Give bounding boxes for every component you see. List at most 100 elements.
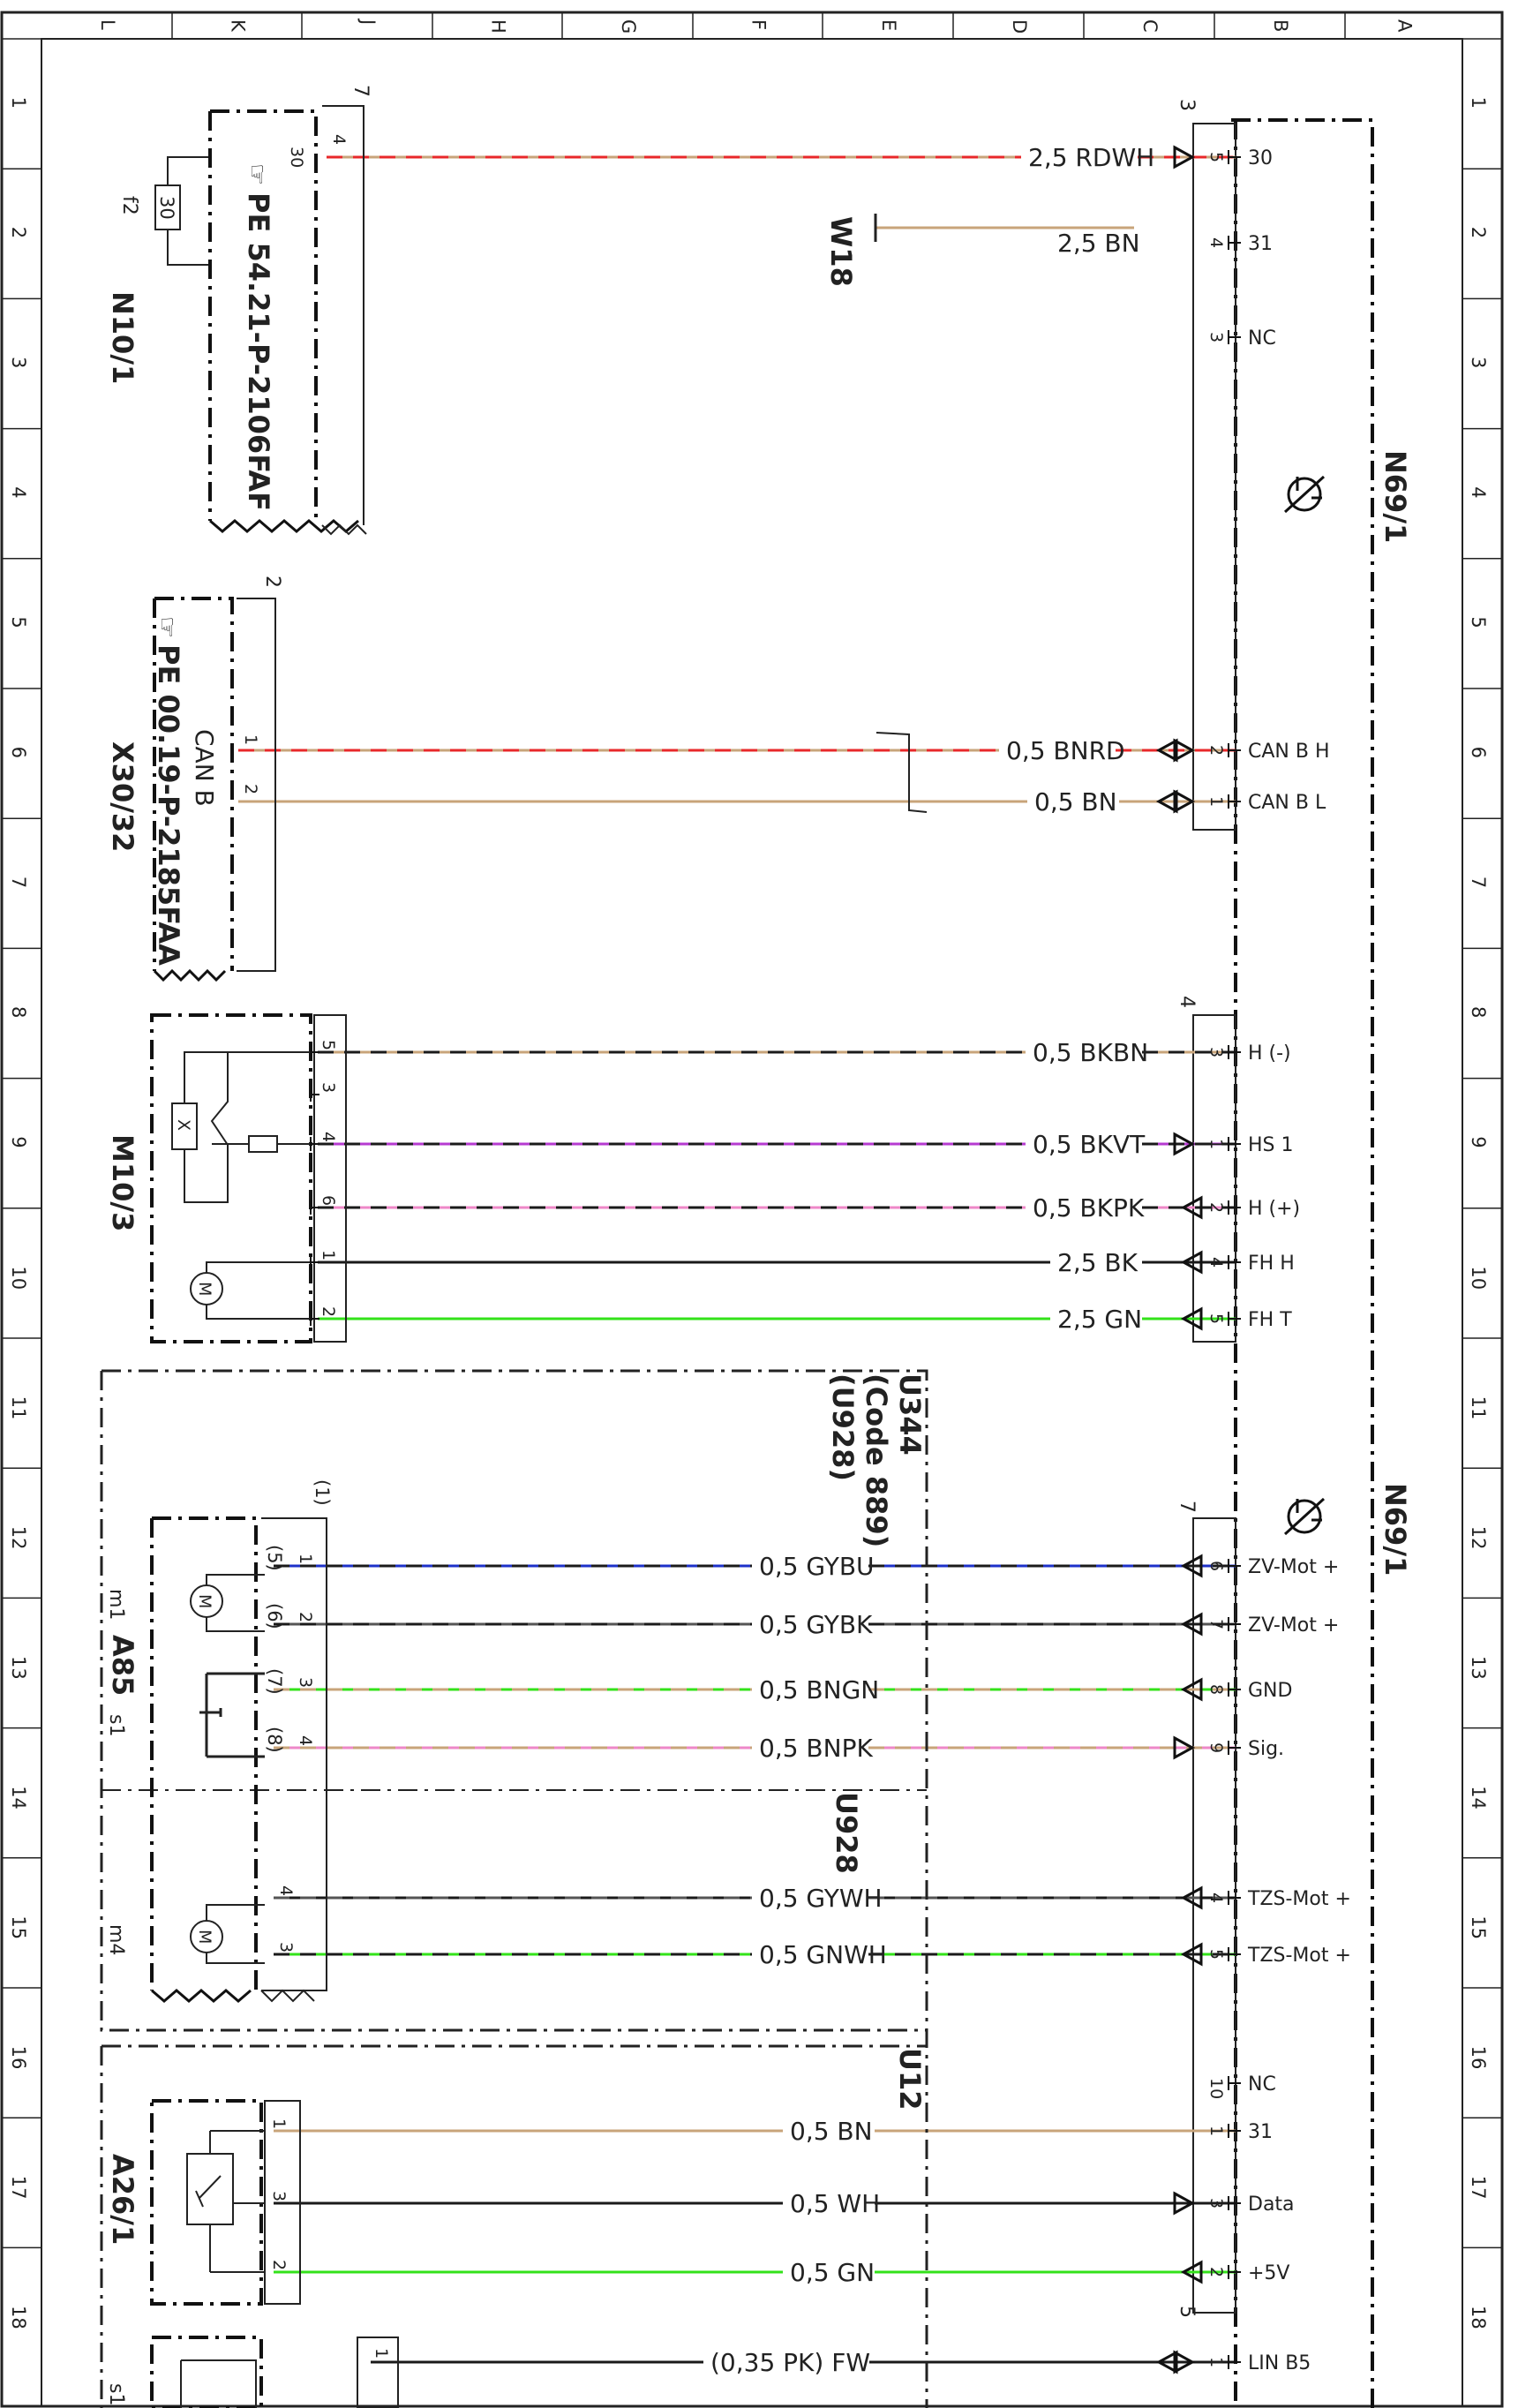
wire-label: 0,5 BNGN — [759, 1675, 879, 1704]
m10-3-pin: 2 — [319, 1306, 338, 1317]
u12-label: U12 — [893, 2048, 927, 2111]
terminal-label: CAN B L — [1248, 792, 1326, 814]
x30-32-bus: CAN B — [190, 729, 219, 807]
terminal-label: LIN B5 — [1248, 2352, 1311, 2374]
n69-1-label-top: N69/1 — [1379, 450, 1412, 543]
a85-motor: M — [195, 1594, 214, 1608]
wire-label: 0,5 GN — [790, 2258, 875, 2287]
row-label: 14 — [1468, 1786, 1489, 1810]
wire: 2,5 BN 4 31 — [1057, 229, 1273, 258]
wire-label: 0,5 BKVT — [1033, 1130, 1146, 1159]
pin-number: 8 — [1206, 1684, 1226, 1695]
column-label: B — [1270, 19, 1291, 32]
row-label: 5 — [8, 616, 29, 628]
a26-1-name: A26/1 — [106, 2154, 139, 2245]
a85-conn: (1) — [312, 1479, 333, 1506]
a85-pin: 2 — [296, 1612, 315, 1622]
u344-line2: (Code 889) — [860, 1373, 893, 1547]
a85-alt-pin: (5) — [264, 1545, 285, 1571]
m10-3-name: M10/3 — [106, 1134, 139, 1231]
terminal-label: GND — [1248, 1680, 1292, 1702]
column-label: K — [228, 19, 249, 33]
u928-m4: m4 — [105, 1924, 127, 1955]
fuse-label: f2 — [118, 196, 140, 215]
m10-3-pin: 3 — [319, 1082, 338, 1093]
row-label: 18 — [8, 2306, 29, 2329]
pin-number: 2 — [1206, 745, 1226, 756]
column-label: C — [1139, 19, 1161, 33]
conn3-label: 3 — [1176, 99, 1198, 111]
pin-number: 9 — [1206, 1742, 1226, 1753]
control-unit-icon-top — [1283, 475, 1326, 514]
row-label: 13 — [1468, 1656, 1489, 1680]
row-label: 13 — [8, 1656, 29, 1680]
a85-alt-pin: (7) — [264, 1668, 285, 1695]
row-label: 17 — [1468, 2176, 1489, 2200]
pin-number: 3 — [1206, 1047, 1226, 1057]
row-label: 9 — [8, 1136, 29, 1148]
pin-number: 6 — [1206, 1561, 1226, 1571]
wire: 0,5 WH 3 Data — [274, 2189, 1295, 2218]
terminal-label: NC — [1248, 327, 1276, 350]
pin-number: 4 — [1206, 237, 1226, 248]
w18-label: W18 — [824, 216, 858, 287]
terminal-label: HS 1 — [1248, 1134, 1294, 1156]
conn4-label: 4 — [1176, 996, 1198, 1008]
a26-1-pin: 2 — [269, 2260, 289, 2270]
row-label: 6 — [8, 747, 29, 758]
terminal-label: 31 — [1248, 233, 1273, 255]
row-label: 1 — [1468, 97, 1489, 109]
row-label: 3 — [8, 357, 29, 368]
u344-line3: (U928) — [826, 1373, 860, 1481]
row-label: 15 — [8, 1915, 29, 1939]
bottom-s1: s1 — [105, 2383, 127, 2405]
terminal-label: 30 — [1248, 147, 1273, 169]
row-label: 16 — [8, 2046, 29, 2070]
x30-32-name: X30/32 — [106, 741, 139, 852]
u928-pin: 4 — [276, 1885, 296, 1896]
wire-label: 0,5 GYWH — [759, 1884, 883, 1913]
row-label: 11 — [1468, 1396, 1489, 1420]
terminal-label: H (-) — [1248, 1042, 1291, 1065]
a85-alt-pin: (8) — [264, 1727, 285, 1753]
wire-label: 0,5 WH — [790, 2189, 880, 2218]
row-label: 18 — [1468, 2306, 1489, 2329]
a85-m1: m1 — [105, 1589, 127, 1620]
terminal-label: Data — [1248, 2194, 1295, 2216]
wire-label: 0,5 BN — [790, 2117, 873, 2146]
column-label: D — [1009, 19, 1030, 34]
u928-label: U928 — [830, 1792, 863, 1874]
pin-number: 4 — [1206, 1893, 1226, 1903]
ground-w18: W18 — [824, 214, 1134, 287]
m10-3-pin: 5 — [319, 1040, 338, 1050]
row-label: 3 — [1468, 357, 1489, 368]
row-label: 4 — [1468, 486, 1489, 498]
a26-1-pin: 3 — [269, 2191, 289, 2201]
wire-label: 0,5 BNPK — [759, 1734, 873, 1763]
pin-number: 3 — [1206, 2198, 1226, 2209]
terminal-label: ZV-Mot + — [1248, 1556, 1339, 1578]
row-label: 8 — [1468, 1006, 1489, 1018]
wire-label: 0,5 GNWH — [759, 1940, 887, 1969]
frame-grid — [2, 12, 1502, 2249]
row-label: 12 — [1468, 1526, 1489, 1550]
column-label: G — [618, 19, 639, 34]
m10-3-pin: 6 — [319, 1195, 338, 1206]
row-label: 17 — [8, 2176, 29, 2200]
row-label: 8 — [8, 1006, 29, 1018]
pin-number: 2 — [1206, 1202, 1226, 1213]
wire-label: 2,5 BN — [1057, 229, 1140, 258]
m10-3-pin: 4 — [319, 1132, 338, 1142]
wire-label: 2,5 BK — [1057, 1248, 1138, 1277]
